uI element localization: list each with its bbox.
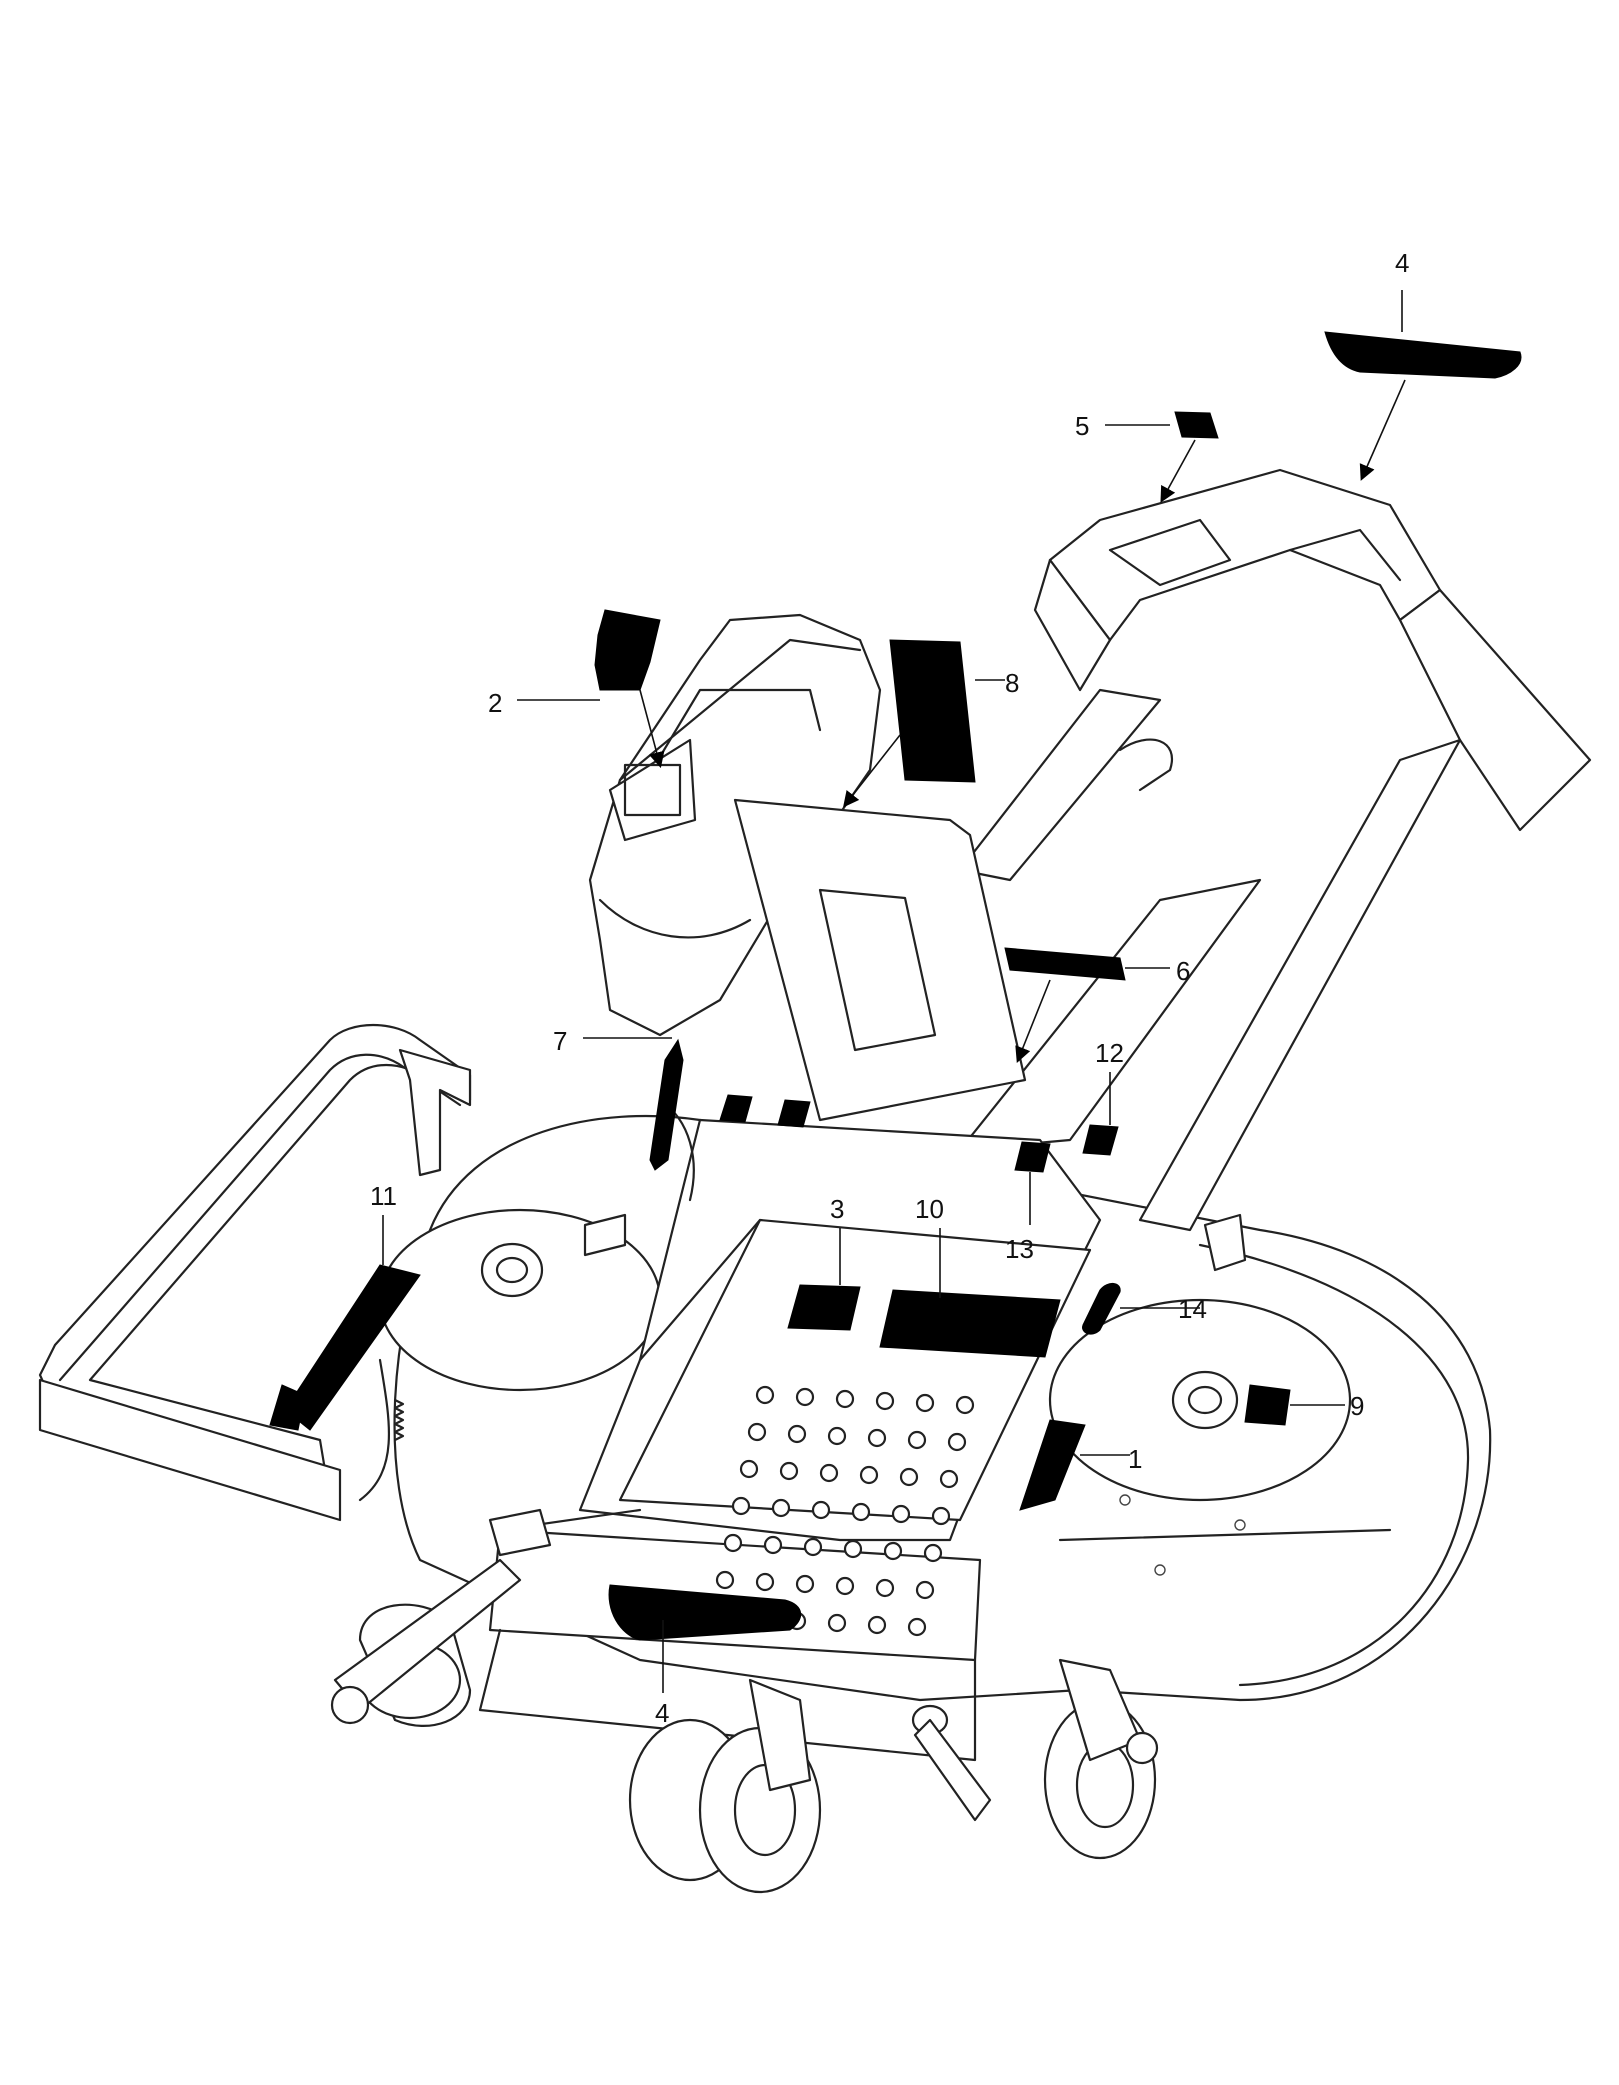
floor-hole <box>795 1574 815 1594</box>
callout-8: 8 <box>1005 668 1019 698</box>
floor-hole <box>795 1387 815 1407</box>
decal-strip-center <box>777 1099 811 1128</box>
left-console-fender <box>588 613 882 1037</box>
floor-hole <box>835 1576 855 1596</box>
callout-10: 10 <box>915 1194 944 1224</box>
decal-11 <box>284 1264 421 1431</box>
decal-strip-left <box>719 1094 753 1123</box>
leader-lines <box>382 290 1406 1693</box>
floor-hole <box>811 1500 831 1520</box>
floor-hole <box>835 1389 855 1409</box>
floor-hole <box>763 1535 783 1555</box>
callout-5: 5 <box>1075 411 1089 441</box>
decal-2 <box>594 609 661 691</box>
floor-hole <box>755 1572 775 1592</box>
front-bumper-frame <box>38 1024 472 1522</box>
floor-hole <box>907 1430 927 1450</box>
floor-hole <box>867 1428 887 1448</box>
floor-hole <box>931 1506 951 1526</box>
floor-hole <box>723 1533 743 1553</box>
floor-hole <box>867 1615 887 1635</box>
floor-hole <box>787 1424 807 1444</box>
floor-hole <box>819 1463 839 1483</box>
callout-6: 6 <box>1176 956 1190 986</box>
floor-hole <box>731 1496 751 1516</box>
callout-7: 7 <box>553 1026 567 1056</box>
callout-4-top: 4 <box>1395 248 1409 278</box>
floor-hole <box>899 1467 919 1487</box>
floor-hole <box>907 1617 927 1637</box>
floor-hole <box>915 1580 935 1600</box>
decal-13 <box>1014 1141 1051 1173</box>
floor-hole <box>955 1395 975 1415</box>
callout-11: 11 <box>370 1181 397 1211</box>
floor-hole <box>891 1504 911 1524</box>
floor-hole <box>771 1498 791 1518</box>
decal-1 <box>1019 1419 1086 1511</box>
decal-6 <box>1004 947 1126 981</box>
floor-hole <box>715 1570 735 1590</box>
decal-4-bottom <box>608 1584 802 1641</box>
misc-parts <box>330 1098 1247 1822</box>
floor-hole <box>939 1469 959 1489</box>
floor-hole <box>739 1459 759 1479</box>
floor-hole <box>923 1543 943 1563</box>
floor-hole <box>851 1502 871 1522</box>
decal-14 <box>1082 1283 1121 1335</box>
decal-10 <box>879 1289 1061 1358</box>
floor-hole <box>755 1385 775 1405</box>
callout-12: 12 <box>1095 1038 1124 1068</box>
decal-11-arrow <box>269 1384 306 1431</box>
floor-hole <box>779 1461 799 1481</box>
floor-hole <box>859 1465 879 1485</box>
floor-hole <box>827 1426 847 1446</box>
decal-4-top <box>1324 331 1522 379</box>
callout-4-bottom: 4 <box>655 1698 669 1728</box>
callout-13: 13 <box>1005 1234 1034 1264</box>
floor-hole <box>803 1537 823 1557</box>
decal-8 <box>889 639 976 783</box>
decal-5 <box>1174 411 1219 439</box>
floor-hole <box>915 1393 935 1413</box>
callout-9: 9 <box>1350 1391 1364 1421</box>
callout-2: 2 <box>488 688 502 718</box>
floor-hole <box>875 1578 895 1598</box>
callout-1: 1 <box>1128 1444 1142 1474</box>
floor-hole <box>827 1613 847 1633</box>
floor-hole <box>843 1539 863 1559</box>
decal-12 <box>1082 1124 1119 1156</box>
floor-hole <box>947 1432 967 1452</box>
upper-frame <box>958 468 1592 1232</box>
callout-14: 14 <box>1178 1294 1207 1324</box>
floor-hole <box>747 1422 767 1442</box>
decal-7 <box>649 1038 684 1171</box>
floor-hole <box>883 1541 903 1561</box>
callout-labels: 4 5 2 8 6 7 12 11 3 10 13 14 9 1 4 <box>370 248 1409 1728</box>
floor-plate-holes <box>707 1385 975 1637</box>
decal-3 <box>787 1284 861 1331</box>
seat-back-plate <box>733 798 1027 1122</box>
floor-hole <box>875 1391 895 1411</box>
decals <box>269 331 1522 1641</box>
callout-3: 3 <box>830 1194 844 1224</box>
decal-9 <box>1244 1384 1291 1426</box>
